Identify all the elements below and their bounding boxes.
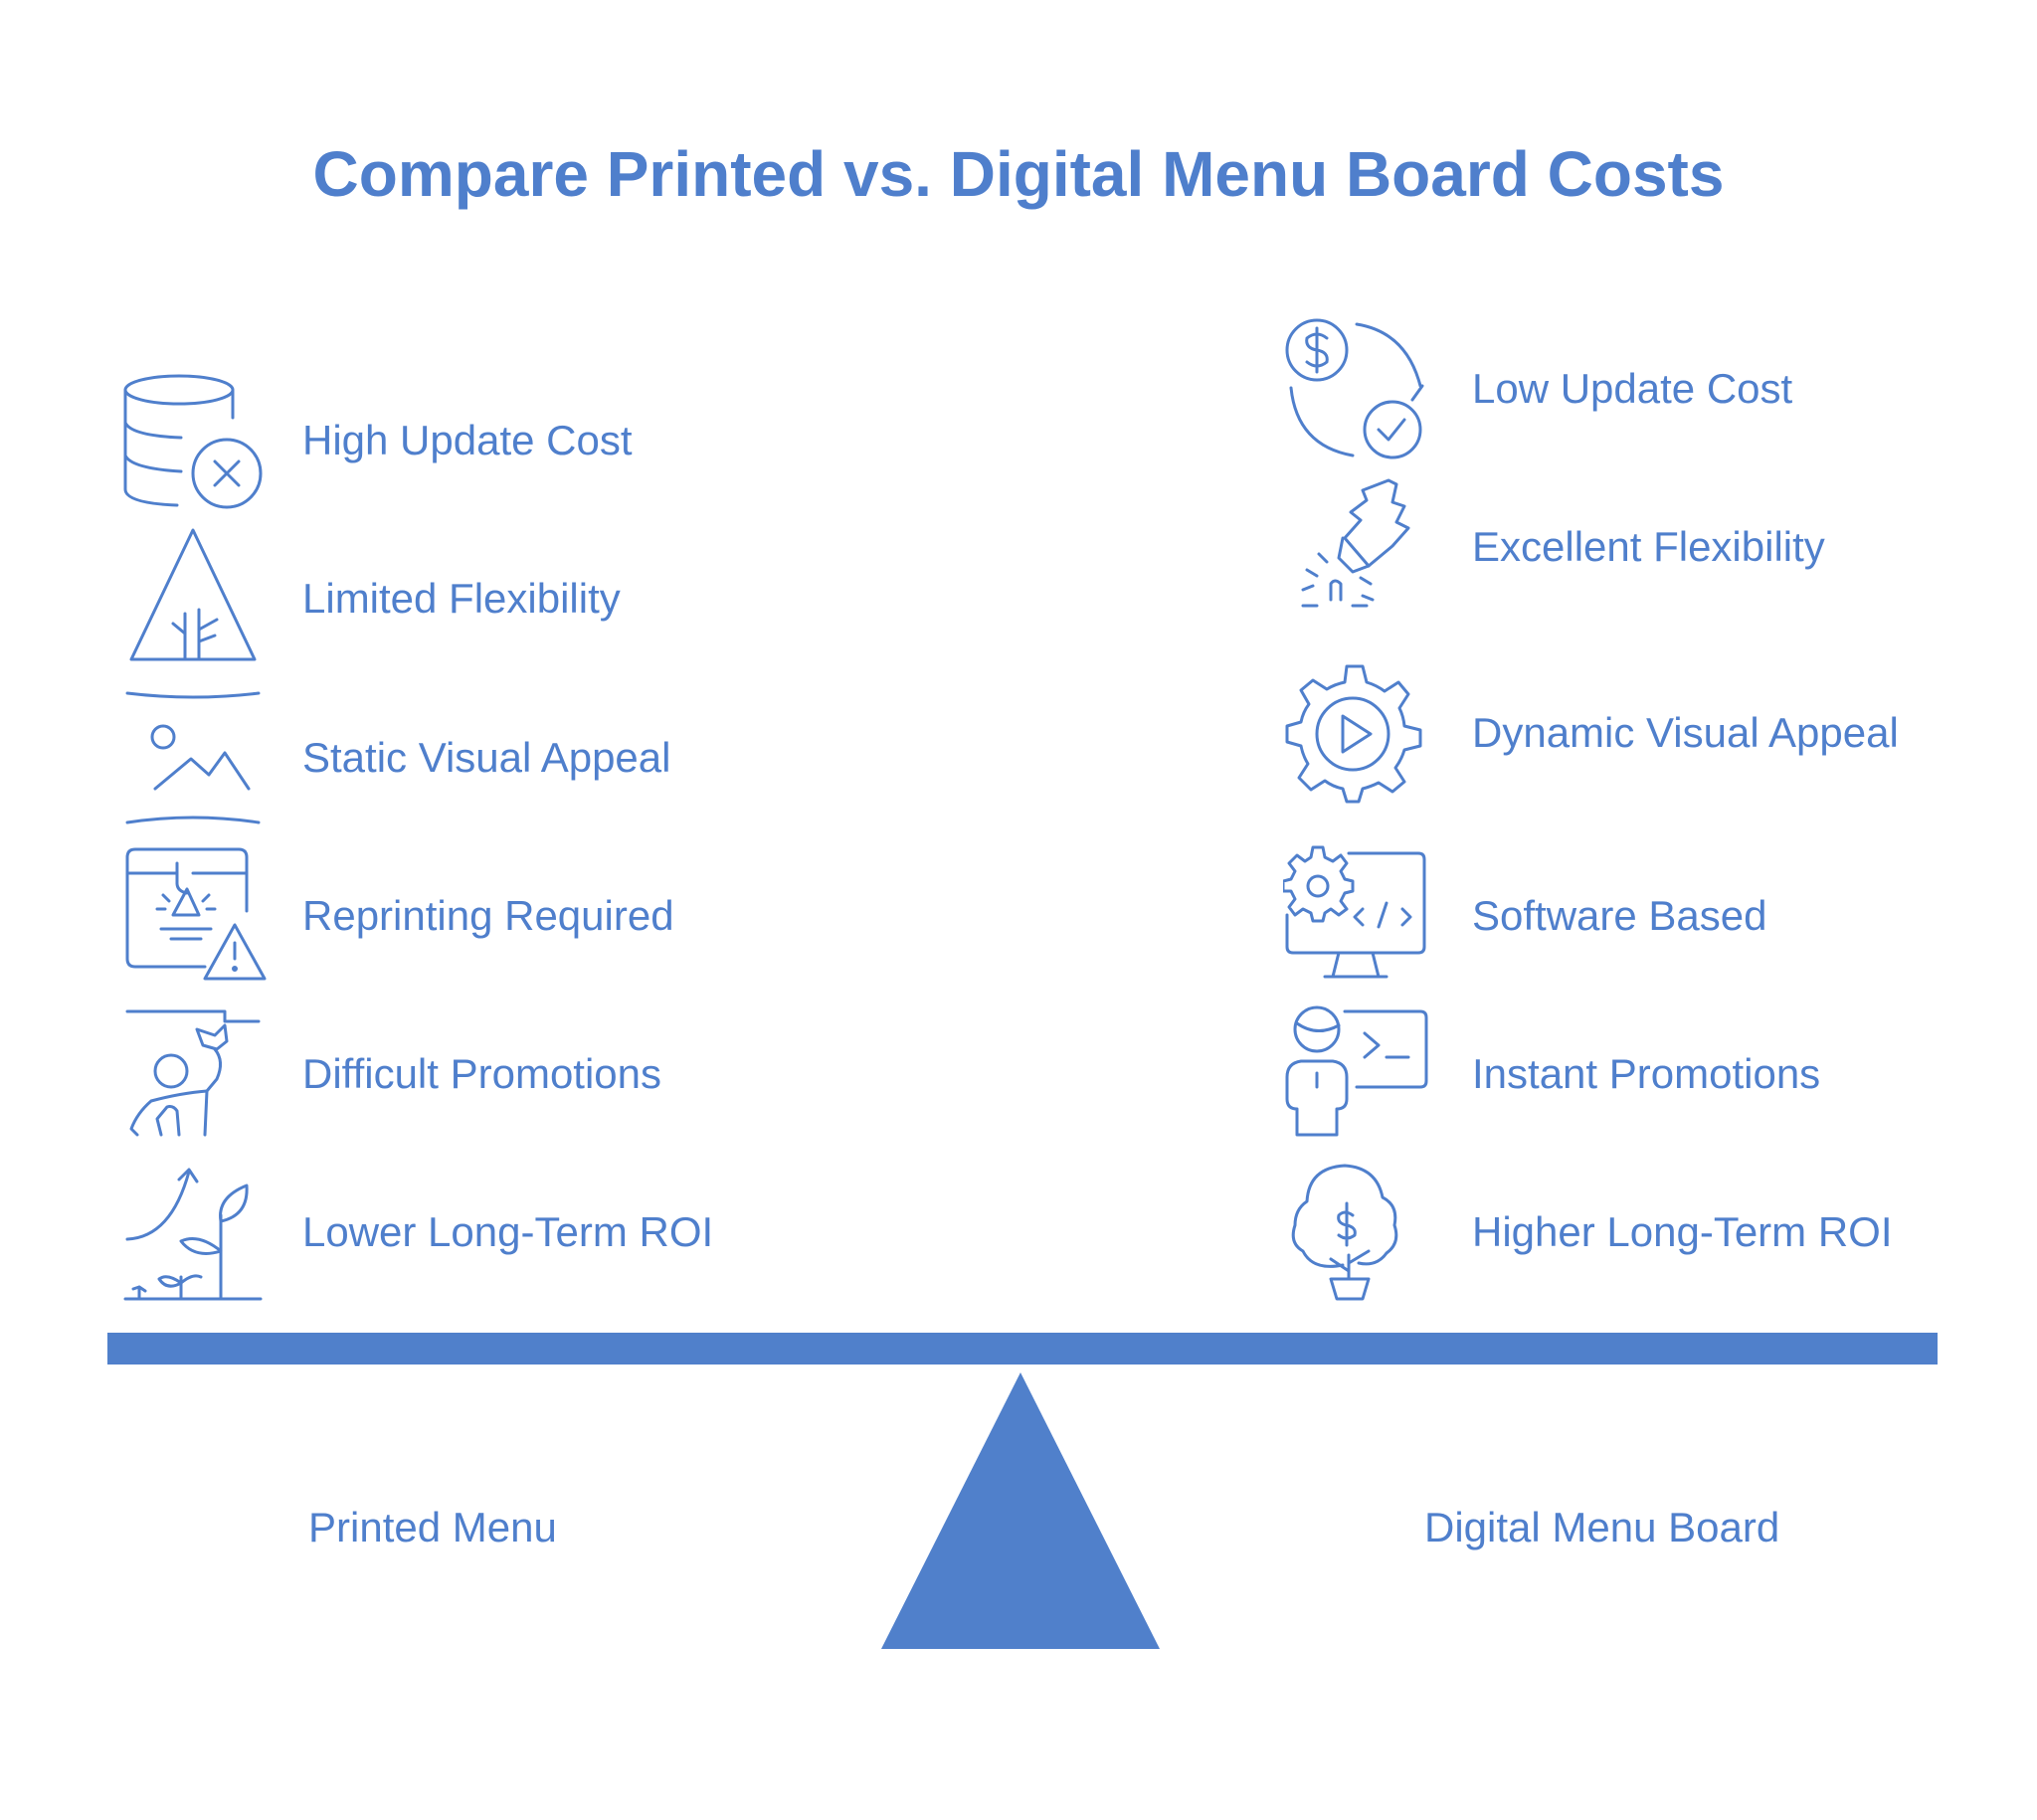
right-item-label: Software Based [1472, 892, 1767, 939]
left-item-difficult-promotions: Difficult Promotions [121, 1001, 661, 1147]
left-item-reprinting-required: Reprinting Required [121, 843, 674, 989]
right-item-low-update-cost: Low Update Cost [1283, 316, 1930, 461]
left-item-label: Limited Flexibility [302, 575, 621, 622]
right-item-label: Excellent Flexibility [1472, 523, 1825, 570]
person-reaching-icon [121, 1001, 267, 1147]
right-item-label: Dynamic Visual Appeal [1472, 709, 1899, 756]
money-tree-icon [1283, 1160, 1428, 1305]
left-item-label: Static Visual Appeal [302, 734, 671, 781]
page-title: Compare Printed vs. Digital Menu Board C… [312, 138, 1725, 210]
plant-growth-arrow-icon [121, 1160, 267, 1305]
right-item-label: Instant Promotions [1472, 1050, 1821, 1097]
left-item-label: Difficult Promotions [302, 1050, 662, 1097]
person-terminal-icon [1283, 1001, 1428, 1147]
left-side-label: Printed Menu [308, 1504, 557, 1550]
tree-triangle-icon [121, 526, 267, 671]
left-item-label: Reprinting Required [302, 892, 674, 939]
left-item-lower-long-term-roi: Lower Long-Term ROI [121, 1160, 713, 1305]
rocket-tree-icon [1283, 474, 1428, 620]
right-item-dynamic-visual-appeal: Dynamic Visual Appeal [1283, 660, 1930, 806]
warning-document-icon [121, 843, 267, 989]
right-item-higher-long-term-roi: Higher Long-Term ROI [1283, 1160, 1930, 1305]
left-item-label: Lower Long-Term ROI [302, 1208, 714, 1255]
right-item-software-based: Software Based [1283, 843, 1930, 989]
right-side-label: Digital Menu Board [1424, 1504, 1780, 1550]
left-item-label: High Update Cost [302, 417, 633, 463]
right-item-label: Higher Long-Term ROI [1472, 1208, 1893, 1255]
right-item-label: Low Update Cost [1472, 365, 1793, 412]
dollar-cycle-check-icon [1283, 316, 1428, 461]
database-x-icon [121, 368, 267, 513]
right-item-instant-promotions: Instant Promotions [1283, 1001, 1930, 1147]
scale-beam [107, 1333, 1938, 1365]
right-item-excellent-flexibility: Excellent Flexibility [1283, 474, 1930, 620]
landscape-image-icon [121, 685, 267, 830]
scale-fulcrum [881, 1372, 1160, 1649]
gear-play-icon [1283, 660, 1428, 806]
monitor-code-gear-icon [1283, 843, 1428, 989]
left-item-limited-flexibility: Limited Flexibility [121, 526, 621, 671]
left-item-high-update-cost: High Update Cost [121, 368, 633, 513]
left-item-static-visual-appeal: Static Visual Appeal [121, 685, 670, 830]
